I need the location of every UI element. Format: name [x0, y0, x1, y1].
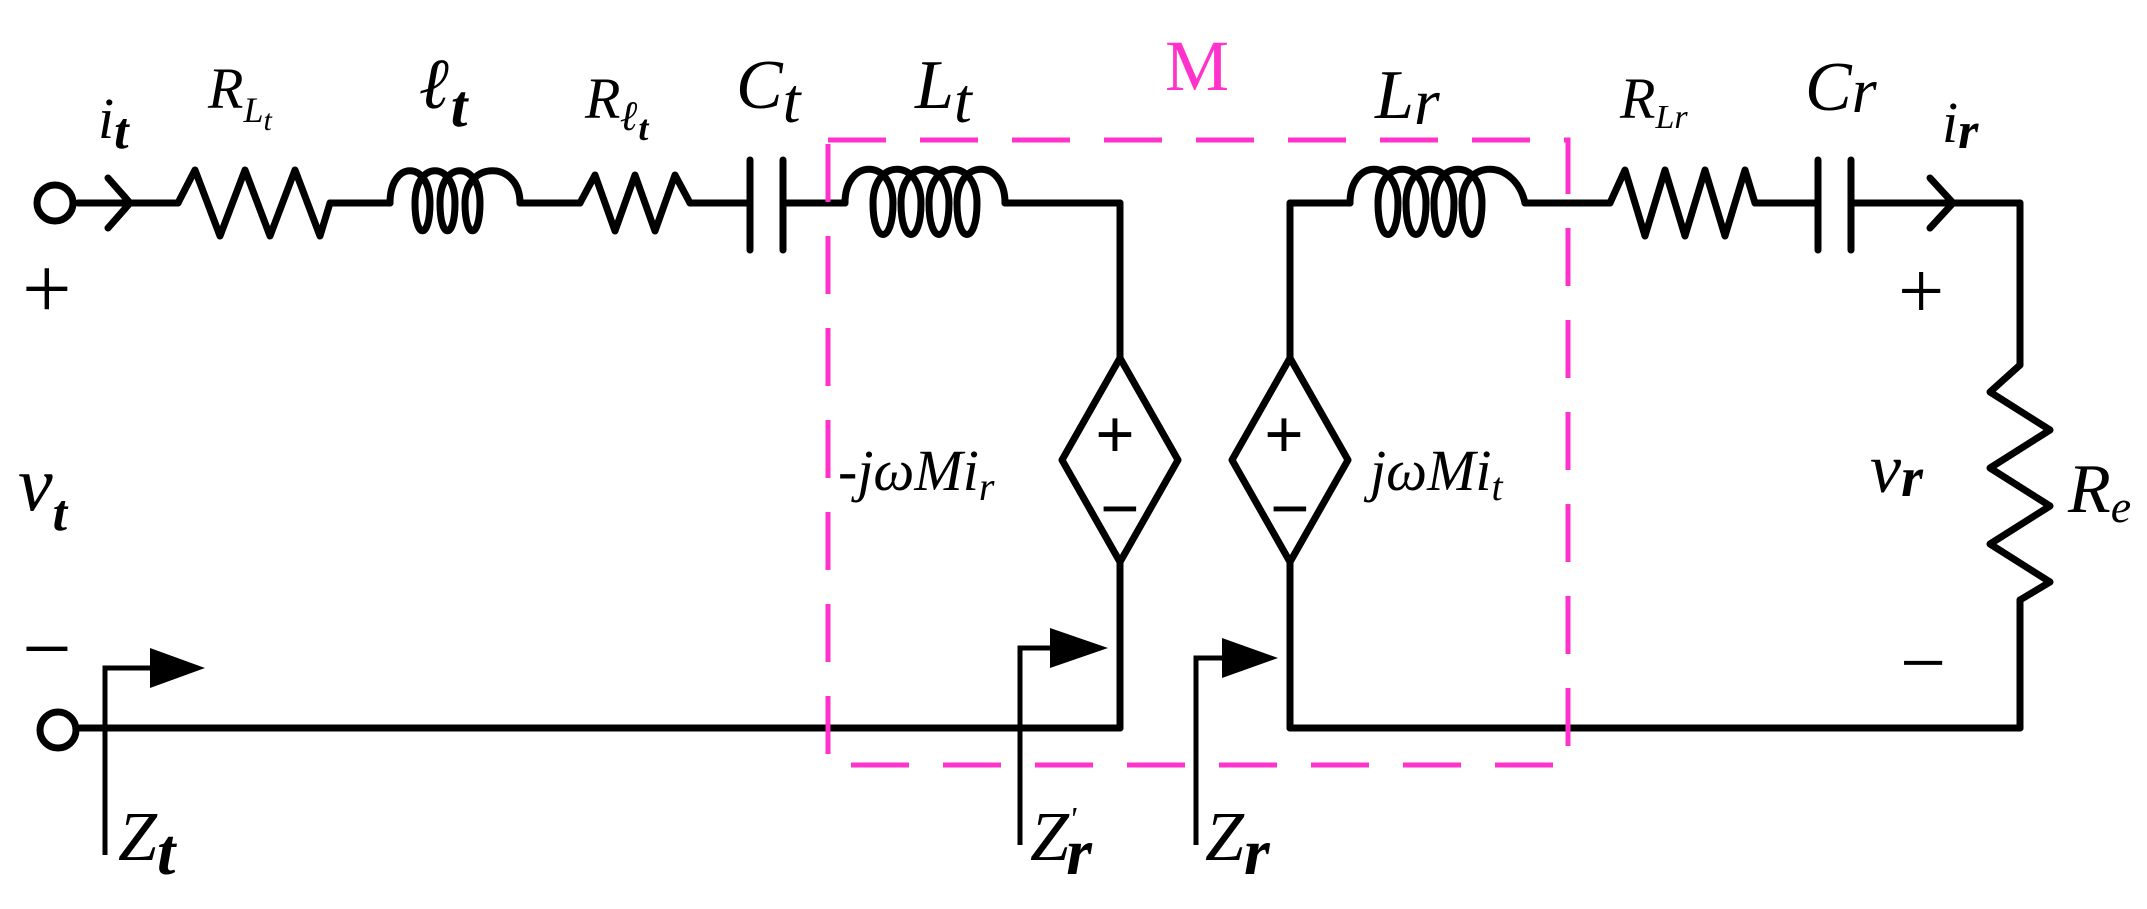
load-minus-sign: − [1900, 617, 1946, 708]
current-arrow-ir [1926, 174, 1957, 232]
label-Zr-prime: Z'r [1030, 799, 1093, 889]
resistor-Rlt [576, 171, 694, 235]
load-plus-sign: + [1898, 245, 1944, 336]
label-Zt: Zt [118, 799, 177, 889]
dep-right-plus: + [1264, 397, 1304, 474]
label-RLt: RLt [207, 56, 272, 137]
label-ir: ir [1942, 90, 1979, 160]
resistor-Re [1986, 361, 2054, 604]
dependent-source-right [1228, 354, 1352, 566]
resistor-RLt [174, 166, 334, 240]
dep-left-minus: − [1100, 471, 1140, 548]
label-RLr: RLr [1619, 66, 1688, 136]
source-terminal-bottom [36, 708, 80, 752]
mutual-inductance-box [825, 137, 1571, 768]
secondary-circuit-wires [1228, 156, 2054, 732]
label-M: M [1165, 26, 1229, 106]
current-arrow-it [104, 174, 134, 232]
label-Lr: Lr [1374, 57, 1440, 139]
impedance-marker-Zt [102, 648, 205, 855]
label-it: it [98, 86, 130, 160]
resistor-RLr [1606, 166, 1759, 240]
label-Re: Re [2067, 451, 2131, 532]
label-Ct: Ct [736, 47, 803, 136]
source-minus-sign: − [22, 601, 72, 698]
primary-circuit-wires [74, 156, 1182, 732]
inductor-Lt [841, 165, 1009, 238]
inductor-Lr [1346, 165, 1529, 238]
impedance-marker-Zr [1193, 638, 1278, 845]
label-Zr: Zr [1205, 799, 1271, 889]
dep-left-plus: + [1095, 397, 1135, 474]
source-plus-sign: + [22, 241, 72, 338]
label-Cr: Cr [1805, 49, 1878, 126]
dep-right-minus: − [1270, 471, 1310, 548]
label-vr: vr [1870, 431, 1924, 509]
source-terminal-top [33, 181, 77, 225]
label-Rlt: Rℓt [584, 66, 649, 148]
label-Lt: Lt [914, 47, 974, 136]
impedance-marker-Zr-prime [1017, 628, 1108, 845]
label-vt: vt [18, 440, 69, 542]
label-lt: ℓt [420, 44, 470, 139]
label-dep-left: -jωMir [838, 438, 995, 509]
inductor-lt [386, 167, 524, 235]
label-dep-right: jωMit [1363, 438, 1504, 509]
